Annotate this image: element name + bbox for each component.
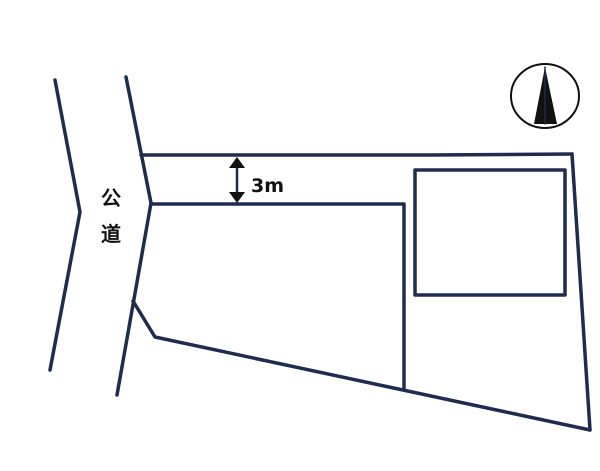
road-right-edge (115, 75, 153, 397)
public-road: 公 道 (48, 75, 153, 397)
lot-bottom-boundary (131, 299, 592, 432)
width-dimension: 3m (229, 157, 284, 203)
access-strip (139, 152, 574, 390)
access-strip-bottom-line (149, 202, 406, 390)
road-left-edge (48, 78, 82, 372)
road-label-bottom: 道 (101, 222, 121, 246)
double-arrow-icon (229, 157, 245, 203)
lot-right-boundary (570, 152, 592, 432)
building-footprint (413, 168, 567, 297)
road-label-top: 公 (101, 186, 121, 210)
lot-boundary (131, 152, 592, 432)
access-strip-top-line (139, 152, 574, 157)
north-arrow-icon (510, 63, 580, 129)
width-annotation-label: 3m (251, 175, 284, 197)
